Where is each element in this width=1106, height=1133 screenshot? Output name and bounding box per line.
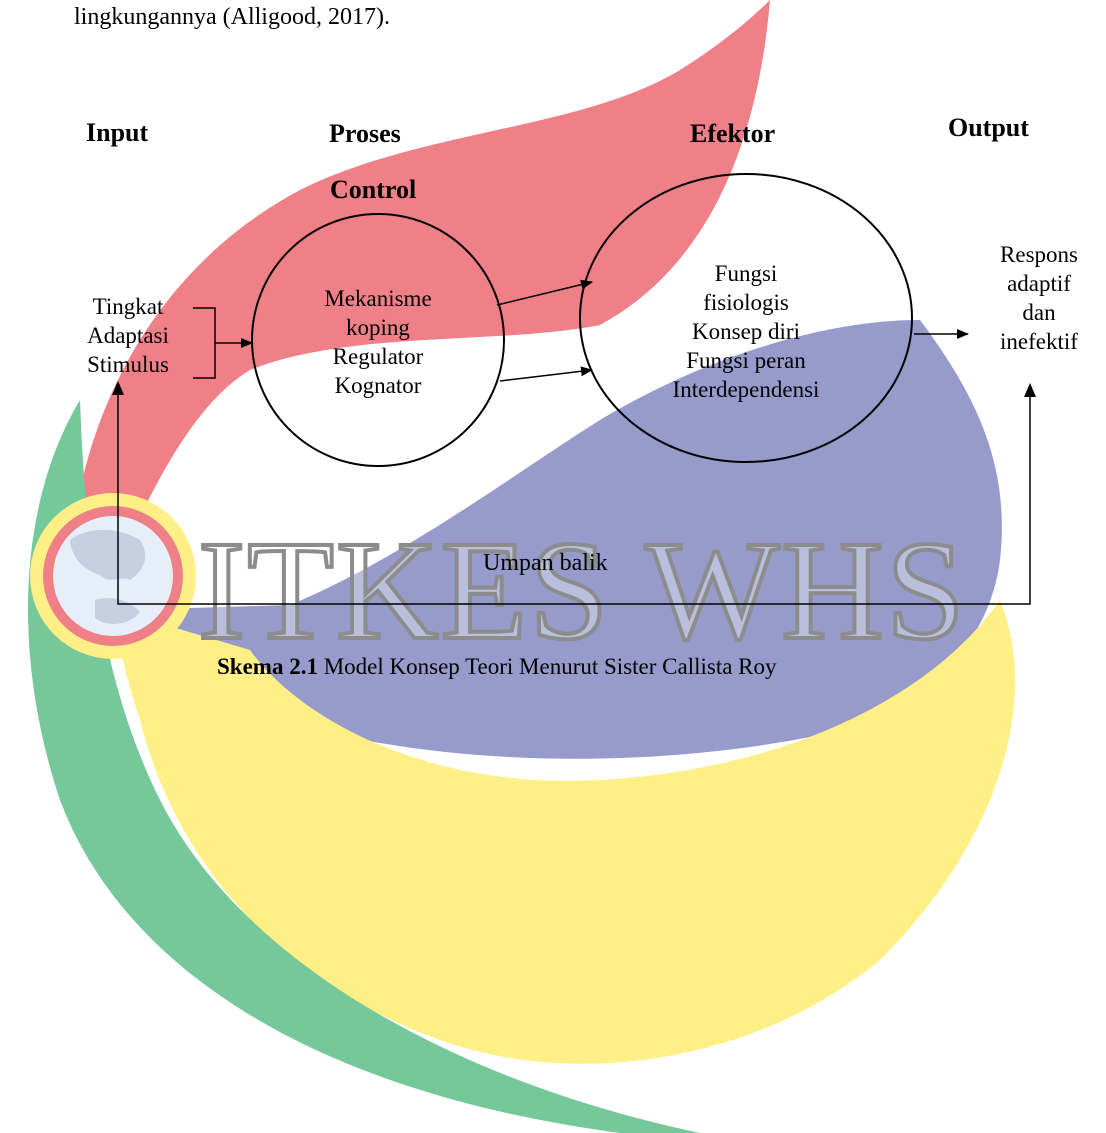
process-line: Mekanisme [324,286,432,311]
effector-line: Interdependensi [672,377,820,402]
watermark-blue-swoosh [125,320,1002,759]
feedback-arrowhead-right [1024,383,1036,397]
output-line: adaptif [1007,271,1071,296]
header-efektor: Efektor [690,119,776,148]
arrow-process-to-effector-bottom [499,366,593,382]
output-line: Respons [1000,242,1078,267]
input-line: Adaptasi [87,323,169,348]
feedback-arrowhead-left [112,381,124,395]
arrow-process-to-effector-top [496,279,593,306]
header-input: Input [86,118,149,147]
input-stimulus-text: Tingkat Adaptasi Stimulus [58,292,198,379]
effector-line: Konsep diri [692,319,800,344]
watermark-yellow-swoosh [115,600,1015,1064]
effector-node-text: Fungsi fisiologis Konsep diri Fungsi per… [636,259,856,404]
process-node-circle [251,213,505,467]
caption-number: Skema 2.1 [217,654,318,679]
header-output: Output [948,113,1029,142]
output-response-text: Respons adaptif dan inefektif [974,240,1104,356]
feedback-loop-line [117,392,1031,605]
feedback-label: Umpan balik [483,550,608,576]
caption-title: Model Konsep Teori Menurut Sister Callis… [317,654,777,679]
input-line: Tingkat [92,294,164,319]
output-line: dan [1022,300,1056,325]
output-line: inefektif [1000,329,1078,354]
input-line: Stimulus [87,352,169,377]
process-line: koping [346,315,410,340]
process-line: Regulator [332,344,424,369]
watermark-globe-land [70,529,146,624]
process-line: Kognator [334,373,422,398]
process-node-text: Mekanisme koping Regulator Kognator [298,284,458,400]
header-proses: Proses [329,119,401,148]
watermark-text: ITKES WHS [198,511,967,669]
watermark-red-swoosh [70,0,770,560]
figure-caption: Skema 2.1 Model Konsep Teori Menurut Sis… [217,654,777,680]
watermark-green-swoosh [27,400,701,1133]
effector-line: Fungsi peran [686,348,806,373]
header-control: Control [330,175,417,204]
top-paragraph-text: lingkungannya (Alligood, 2017). [74,4,390,30]
effector-line: Fungsi [714,261,778,286]
effector-node-ellipse [579,173,913,463]
effector-line: fisiologis [703,290,789,315]
